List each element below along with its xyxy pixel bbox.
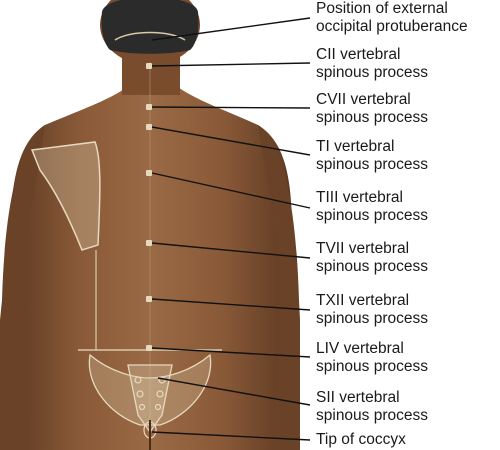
label-txii-spinous-process: TXII vertebral spinous process <box>316 292 429 327</box>
leader-line-cvii <box>151 106 311 109</box>
spinous-process-marker-txii <box>146 296 152 302</box>
label-cvii-spinous-process: CVII vertebral spinous process <box>316 91 429 126</box>
spinous-process-marker-cii <box>146 63 152 69</box>
leader-line-liv <box>151 347 311 358</box>
sacral-foramen <box>154 403 162 411</box>
leader-line-coccyx <box>151 431 311 441</box>
label-occipital-protuberance: Position of external occipital protubera… <box>316 0 468 35</box>
leader-line-tvii <box>151 242 311 259</box>
sacral-foramen <box>136 390 144 398</box>
leader-line-ti <box>151 126 311 156</box>
spinous-process-marker-cvii <box>146 104 152 110</box>
leader-line-sii <box>157 377 311 406</box>
label-ti-spinous-process: TI vertebral spinous process <box>316 138 429 173</box>
right-arm <box>258 125 300 450</box>
spinous-process-marker-ti <box>146 124 152 130</box>
sacral-foramen <box>156 390 164 398</box>
leader-line-tiii <box>151 172 311 209</box>
spinous-process-marker-tiii <box>146 170 152 176</box>
label-tvii-spinous-process: TVII vertebral spinous process <box>316 240 429 275</box>
hair <box>101 0 199 54</box>
leader-line-occipital <box>151 17 311 41</box>
scapula-outline <box>30 141 101 251</box>
leader-line-txii <box>151 298 311 311</box>
left-arm <box>0 125 45 450</box>
label-tiii-spinous-process: TIII vertebral spinous process <box>316 189 429 224</box>
label-sii-spinous-process: SII vertebral spinous process <box>316 389 429 424</box>
label-cii-spinous-process: CII vertebral spinous process <box>316 46 429 81</box>
occipital-outline <box>114 31 186 41</box>
spinous-process-marker-liv <box>146 345 152 351</box>
sacral-foramen <box>158 376 166 384</box>
sacral-foramen <box>138 403 146 411</box>
spinous-process-marker-tvii <box>146 240 152 246</box>
label-liv-spinous-process: LIV vertebral spinous process <box>316 340 429 375</box>
label-tip-of-coccyx: Tip of coccyx <box>316 431 406 448</box>
sacral-foramen <box>134 376 142 384</box>
leader-line-cii <box>151 62 311 67</box>
sacrum-outline <box>127 364 173 434</box>
